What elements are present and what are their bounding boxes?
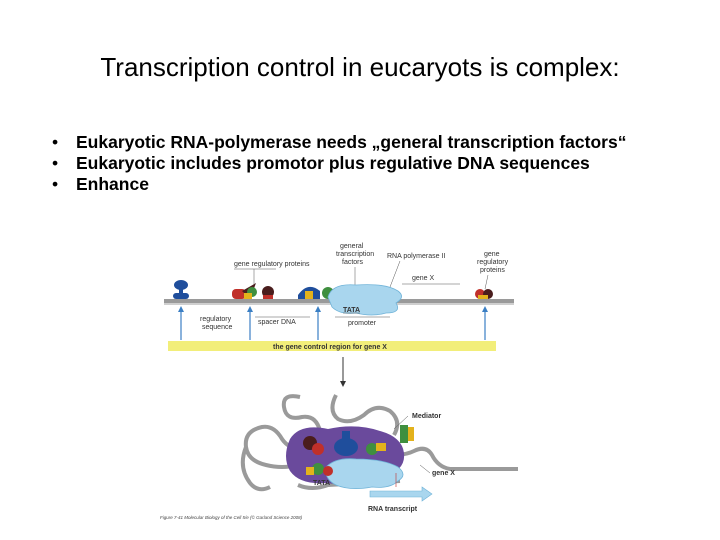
gene-control-diagram: gene regulatory proteins general transcr…: [160, 235, 540, 525]
bullet-list: • Eukaryotic RNA-polymerase needs „genera…: [52, 132, 672, 195]
gene-control-figure: gene regulatory proteins general transcr…: [150, 235, 540, 525]
label-rna-pol-ii: RNA polymerase II: [387, 253, 445, 260]
bullet-item: • Eukaryotic includes promotor plus regul…: [52, 153, 672, 174]
regulatory-protein-blue-left: [173, 280, 189, 299]
bullet-text: Eukaryotic RNA-polymerase needs „general…: [76, 132, 627, 152]
figure-caption: Figure 7-41 Molecular Biology of the Cel…: [160, 514, 303, 520]
bullet-marker: •: [52, 132, 59, 152]
callout-line: [484, 274, 489, 290]
label-mediator: Mediator: [412, 413, 441, 420]
regulatory-protein-cluster: [232, 283, 274, 299]
label-regulatory-sequence-2: sequence: [202, 324, 232, 331]
label-promoter: promoter: [348, 320, 377, 327]
label-spacer-dna: spacer DNA: [258, 319, 296, 326]
label-gene-reg-right-2: regulatory: [477, 259, 509, 266]
callout-line: [393, 415, 409, 430]
callout-line: [389, 260, 401, 288]
sequence-arrows: [178, 306, 488, 340]
callout-line: [419, 464, 431, 474]
bullet-item: • Eukaryotic RNA-polymerase needs „genera…: [52, 132, 672, 153]
label-rna-transcript: RNA transcript: [368, 506, 418, 513]
label-general-tf-2: transcription: [336, 251, 374, 258]
slide-title: Transcription control in eucaryots is co…: [100, 52, 620, 82]
label-general-tf-1: general: [340, 243, 364, 250]
label-gene-reg-right-1: gene: [484, 251, 500, 258]
bullet-item: • Enhance: [52, 174, 672, 195]
control-region-band: [168, 341, 496, 351]
label-gene-regulatory-proteins-left: gene regulatory proteins: [234, 261, 310, 268]
rna-transcript-arrow: [369, 486, 433, 502]
rna-polymerase-ii: [327, 284, 402, 316]
transition-arrowhead: [340, 381, 346, 387]
label-tata-bottom: TATA: [313, 480, 330, 487]
label-regulatory-sequence-1: regulatory: [200, 316, 232, 323]
label-general-tf-3: factors: [342, 259, 364, 266]
bullet-marker: •: [52, 174, 59, 194]
rna-polymerase-ii-bottom: [306, 458, 404, 489]
bullet-text: Enhance: [76, 174, 149, 194]
label-tata-top: TATA: [343, 307, 360, 314]
label-gene-reg-right-3: proteins: [480, 267, 505, 274]
label-gene-x-bottom: gene X: [432, 470, 455, 477]
label-control-region: the gene control region for gene X: [273, 344, 387, 351]
regulatory-protein-right-bottom: [400, 425, 414, 443]
bullet-marker: •: [52, 153, 59, 173]
bullet-text: Eukaryotic includes promotor plus regula…: [76, 153, 590, 173]
label-gene-x-top: gene X: [412, 275, 435, 282]
regulatory-protein-right: [475, 289, 493, 299]
